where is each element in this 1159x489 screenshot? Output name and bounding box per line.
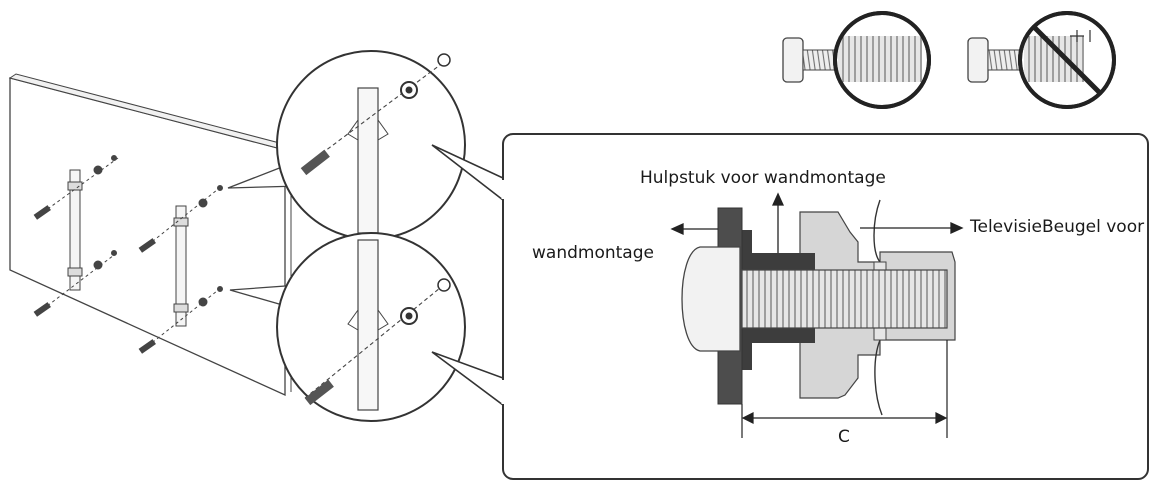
tv-panel [8,73,293,397]
screw-incorrect-icon [967,11,1116,109]
label-arrows [670,192,964,253]
magnifier-top [227,50,466,240]
magnifier-bottom [229,232,466,422]
panel-screws [33,155,223,354]
wall-bracket-right [173,205,189,327]
screw-correct-icon [782,11,931,109]
adapter-label: Hulpstuk voor wandmontage [640,168,886,188]
dimension-c-label: C [838,427,850,447]
tv-bracket-label: TelevisieBeugel voor [970,217,1145,237]
dimension-c [741,340,948,438]
wall-bracket-left [67,169,83,291]
screw-cross-section [670,192,964,438]
wall-mount-label: wandmontage [532,243,654,263]
